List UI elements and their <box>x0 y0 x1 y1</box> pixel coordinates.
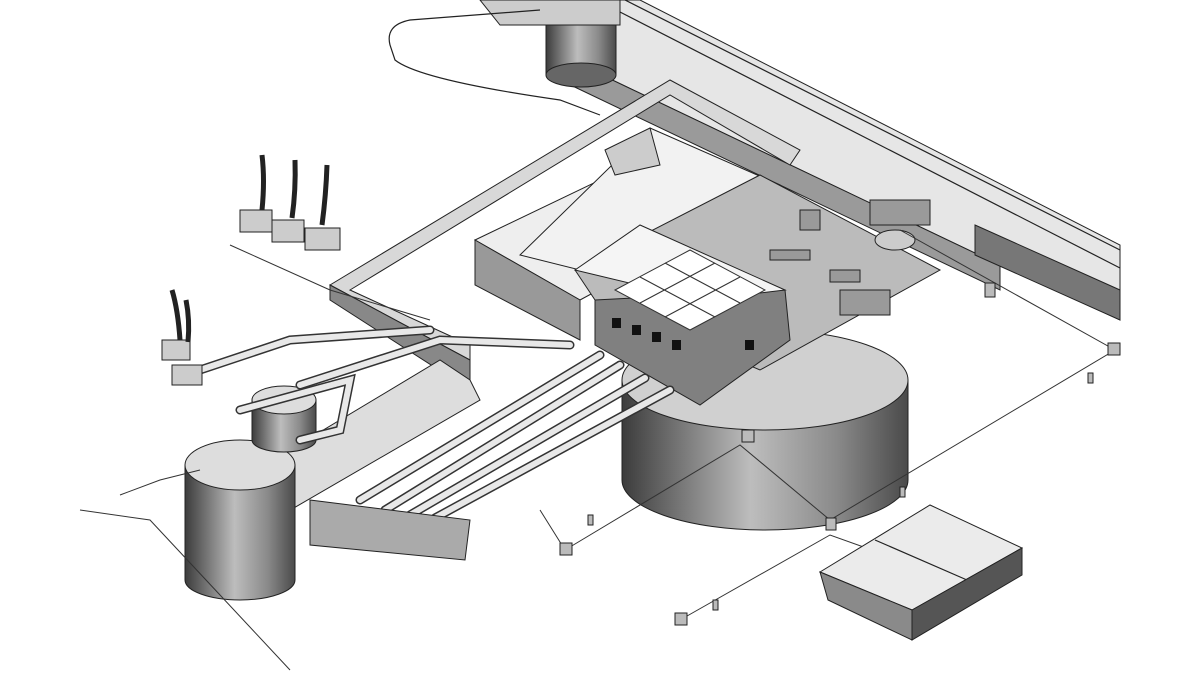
left-tank <box>184 439 296 601</box>
top-tank <box>479 0 621 88</box>
bollards <box>559 282 1121 626</box>
conduit-line <box>388 9 601 116</box>
rooftop-grating <box>613 249 767 331</box>
rooftop-equipment <box>769 199 931 316</box>
stack-units-upper <box>239 154 341 251</box>
stack-units-lower <box>161 289 203 386</box>
main-building <box>473 127 942 406</box>
left-pipes <box>79 244 575 671</box>
outbuilding <box>818 504 1024 641</box>
windows <box>612 318 754 350</box>
pipe-bundle <box>355 350 675 523</box>
